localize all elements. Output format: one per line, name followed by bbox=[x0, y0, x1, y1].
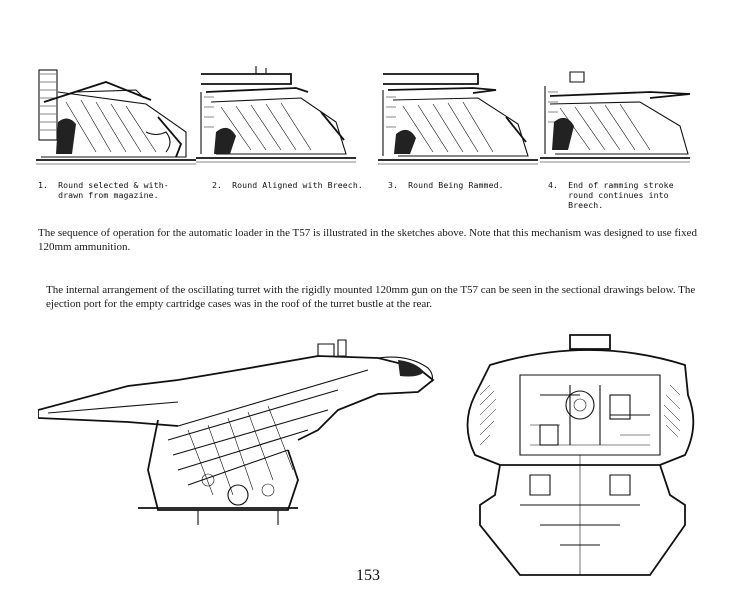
loader-sketch-3 bbox=[378, 62, 538, 174]
caption-1: 1. Round selected & with- drawn from mag… bbox=[38, 180, 169, 200]
paragraph-turret-description: The internal arrangement of the oscillat… bbox=[46, 284, 696, 310]
caption-2: 2. Round Aligned with Breech. bbox=[212, 180, 363, 190]
loader-sketch-1 bbox=[36, 62, 196, 174]
loader-sketch-2 bbox=[196, 62, 356, 174]
caption-4: 4. End of ramming stroke round continues… bbox=[548, 180, 674, 210]
page-number: 153 bbox=[356, 567, 380, 584]
caption-3: 3. Round Being Rammed. bbox=[388, 180, 504, 190]
paragraph-loader-description: The sequence of operation for the automa… bbox=[38, 227, 697, 253]
turret-front-section-drawing bbox=[460, 325, 700, 585]
loader-sketch-4 bbox=[540, 62, 700, 174]
turret-side-section-drawing bbox=[37, 330, 438, 530]
